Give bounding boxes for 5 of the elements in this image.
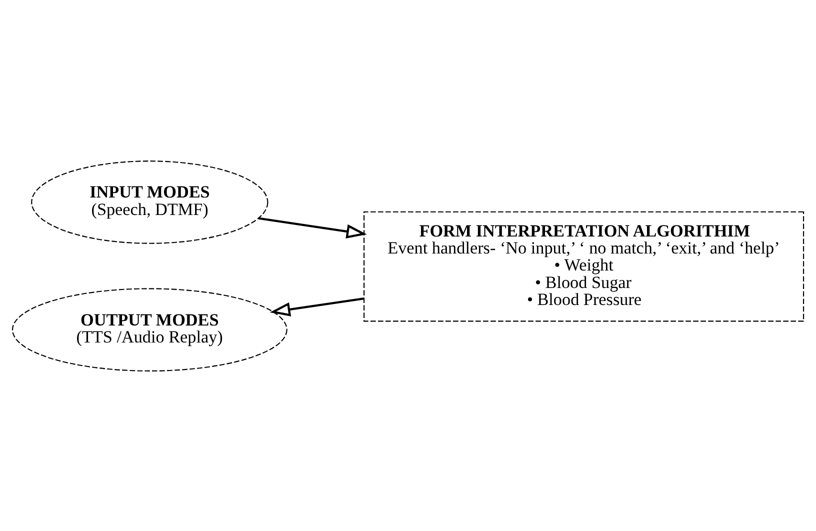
node-box: FORM INTERPRETATION ALGORITHIM Event handlers- ‘No input,’ ‘ no match,’ ‘exit,’ and ‘help’ • Weight • Blood Sugar • Blood Pressure [364,210,804,322]
arrow [270,297,364,316]
node-ellipse: INPUT MODES (Speech, DTMF) [31,160,268,244]
arrow [258,216,367,238]
node-ellipse: OUTPUT MODES (TTS /Audio Replay) [12,288,288,371]
